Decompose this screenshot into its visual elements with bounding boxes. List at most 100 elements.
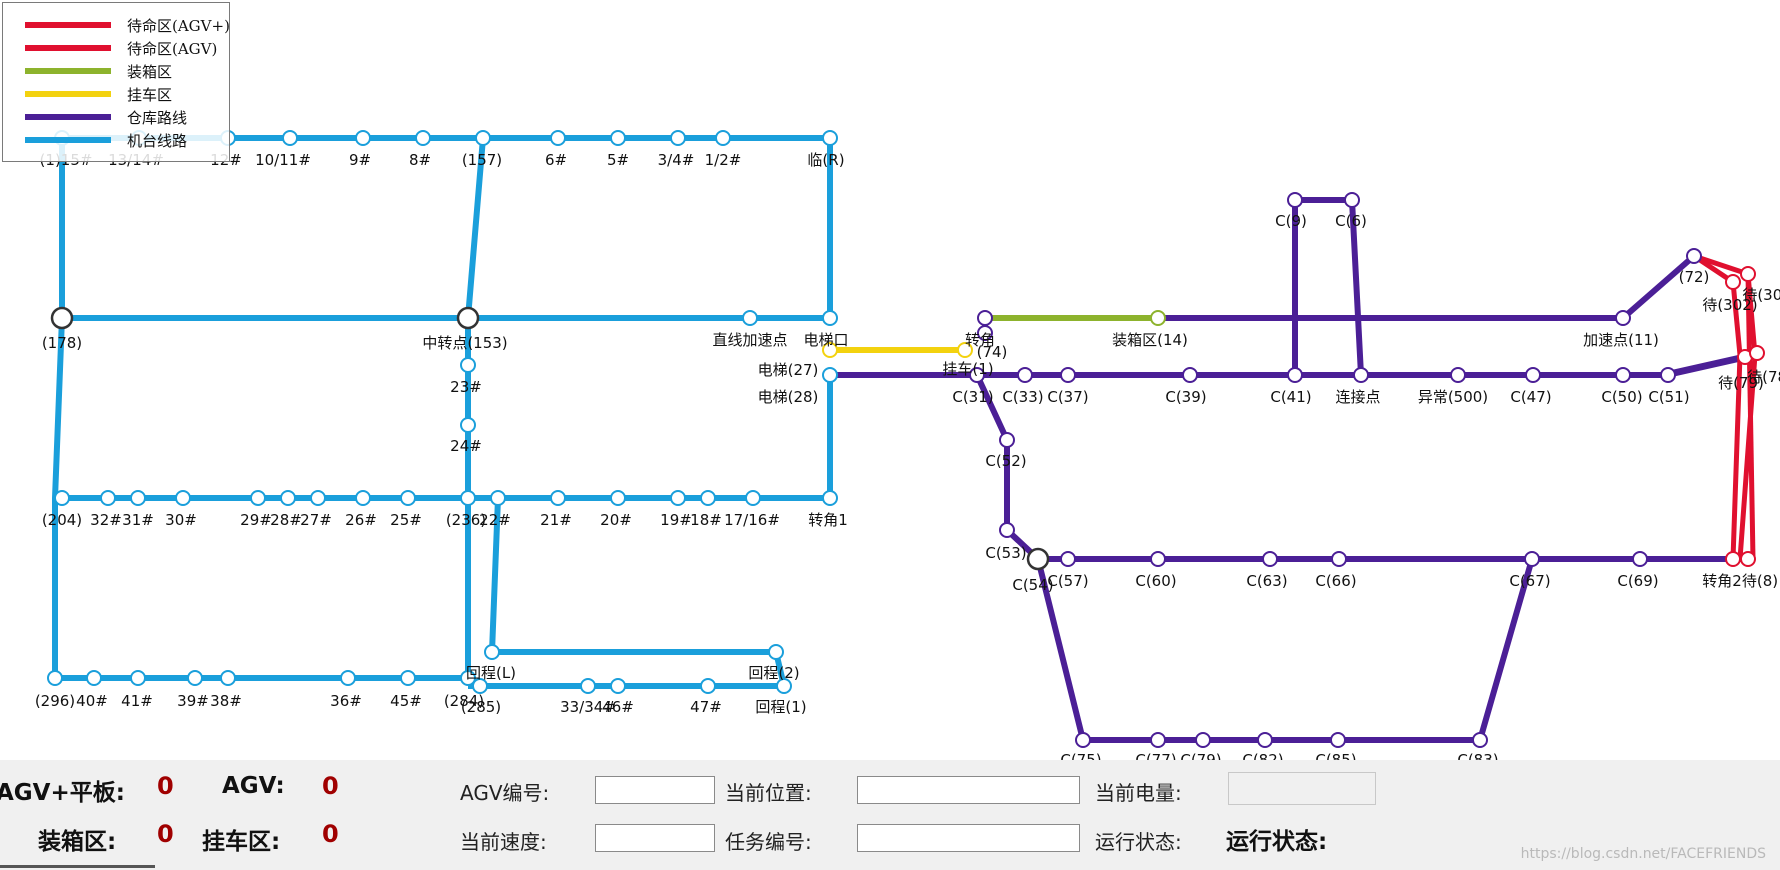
route-node[interactable] xyxy=(1615,367,1631,383)
agv-id-input[interactable] xyxy=(595,776,715,804)
route-node[interactable] xyxy=(670,490,686,506)
route-node[interactable] xyxy=(822,342,838,358)
route-node[interactable] xyxy=(100,490,116,506)
route-node[interactable] xyxy=(1060,367,1076,383)
route-node[interactable] xyxy=(1182,367,1198,383)
route-node[interactable] xyxy=(47,670,63,686)
route-node[interactable] xyxy=(1195,732,1211,748)
route-node[interactable] xyxy=(1740,551,1756,567)
route-node[interactable] xyxy=(355,130,371,146)
junction-node[interactable] xyxy=(456,306,480,330)
route-node[interactable] xyxy=(1257,732,1273,748)
route-node[interactable] xyxy=(86,670,102,686)
route-node[interactable] xyxy=(742,310,758,326)
route-node[interactable] xyxy=(670,130,686,146)
route-node[interactable] xyxy=(1660,367,1676,383)
route-node[interactable] xyxy=(280,490,296,506)
route-node[interactable] xyxy=(1686,248,1702,264)
node-label: 回程(2) xyxy=(748,664,799,682)
route-node[interactable] xyxy=(1632,551,1648,567)
speed-input[interactable] xyxy=(595,824,715,852)
route-node[interactable] xyxy=(175,490,191,506)
route-node[interactable] xyxy=(282,130,298,146)
route-node[interactable] xyxy=(610,678,626,694)
route-node[interactable] xyxy=(187,670,203,686)
packing-label: 装箱区: xyxy=(38,829,117,855)
route-node[interactable] xyxy=(475,130,491,146)
route-node[interactable] xyxy=(1344,192,1360,208)
route-node[interactable] xyxy=(1287,367,1303,383)
node-label: 转角 xyxy=(965,331,995,349)
node-label: C(63) xyxy=(1246,572,1287,590)
route-node[interactable] xyxy=(610,130,626,146)
route-node[interactable] xyxy=(415,130,431,146)
route-map[interactable]: (1)15#13/14#12#10/11#9#8#(157)6#5#3/4#1/… xyxy=(0,0,1780,760)
route-node[interactable] xyxy=(1524,551,1540,567)
route-node[interactable] xyxy=(460,670,476,686)
route-node[interactable] xyxy=(580,678,596,694)
route-node[interactable] xyxy=(1060,551,1076,567)
route-node[interactable] xyxy=(460,490,476,506)
route-node[interactable] xyxy=(1331,551,1347,567)
route-node[interactable] xyxy=(1150,551,1166,567)
route-node[interactable] xyxy=(550,490,566,506)
position-input[interactable] xyxy=(857,776,1080,804)
route-node[interactable] xyxy=(1150,310,1166,326)
route-node[interactable] xyxy=(1472,732,1488,748)
route-node[interactable] xyxy=(484,644,500,660)
route-node[interactable] xyxy=(460,357,476,373)
route-node[interactable] xyxy=(250,490,266,506)
route-node[interactable] xyxy=(610,490,626,506)
junction-node[interactable] xyxy=(1026,547,1050,571)
route-node[interactable] xyxy=(1725,274,1741,290)
route-node[interactable] xyxy=(310,490,326,506)
route-node[interactable] xyxy=(999,522,1015,538)
route-node[interactable] xyxy=(490,490,506,506)
route-node[interactable] xyxy=(460,417,476,433)
route-node[interactable] xyxy=(822,367,838,383)
route-node[interactable] xyxy=(1353,367,1369,383)
route-node[interactable] xyxy=(999,432,1015,448)
route-node[interactable] xyxy=(1330,732,1346,748)
node-label: 5# xyxy=(607,151,629,169)
route-node[interactable] xyxy=(400,670,416,686)
route-node[interactable] xyxy=(957,342,973,358)
route-node[interactable] xyxy=(130,670,146,686)
route-node[interactable] xyxy=(1150,732,1166,748)
route-node[interactable] xyxy=(355,490,371,506)
route-node[interactable] xyxy=(400,490,416,506)
route-node[interactable] xyxy=(745,490,761,506)
junction-node[interactable] xyxy=(50,306,74,330)
route-node[interactable] xyxy=(1525,367,1541,383)
warehouse-route xyxy=(985,253,1696,321)
route-node[interactable] xyxy=(700,678,716,694)
speed-label: 当前速度: xyxy=(460,830,547,854)
route-node[interactable] xyxy=(715,130,731,146)
route-node[interactable] xyxy=(1725,551,1741,567)
route-node[interactable] xyxy=(700,490,716,506)
route-node[interactable] xyxy=(1017,367,1033,383)
route-node[interactable] xyxy=(1075,732,1091,748)
route-node[interactable] xyxy=(977,310,993,326)
route-node[interactable] xyxy=(776,678,792,694)
route-node[interactable] xyxy=(220,670,236,686)
task-input[interactable] xyxy=(857,824,1080,852)
route-node[interactable] xyxy=(130,490,146,506)
route-node[interactable] xyxy=(822,490,838,506)
route-node[interactable] xyxy=(1287,192,1303,208)
route-node[interactable] xyxy=(54,490,70,506)
route-node[interactable] xyxy=(1450,367,1466,383)
route-node[interactable] xyxy=(472,678,488,694)
route-node[interactable] xyxy=(1740,266,1756,282)
route-node[interactable] xyxy=(822,310,838,326)
route-node[interactable] xyxy=(977,325,993,341)
route-node[interactable] xyxy=(1749,345,1765,361)
route-node[interactable] xyxy=(969,367,985,383)
route-node[interactable] xyxy=(340,670,356,686)
route-node[interactable] xyxy=(550,130,566,146)
route-node[interactable] xyxy=(822,130,838,146)
route-node[interactable] xyxy=(1262,551,1278,567)
route-node[interactable] xyxy=(768,644,784,660)
legend-item-warehouse: 仓库路线 xyxy=(25,107,187,127)
route-node[interactable] xyxy=(1615,310,1631,326)
